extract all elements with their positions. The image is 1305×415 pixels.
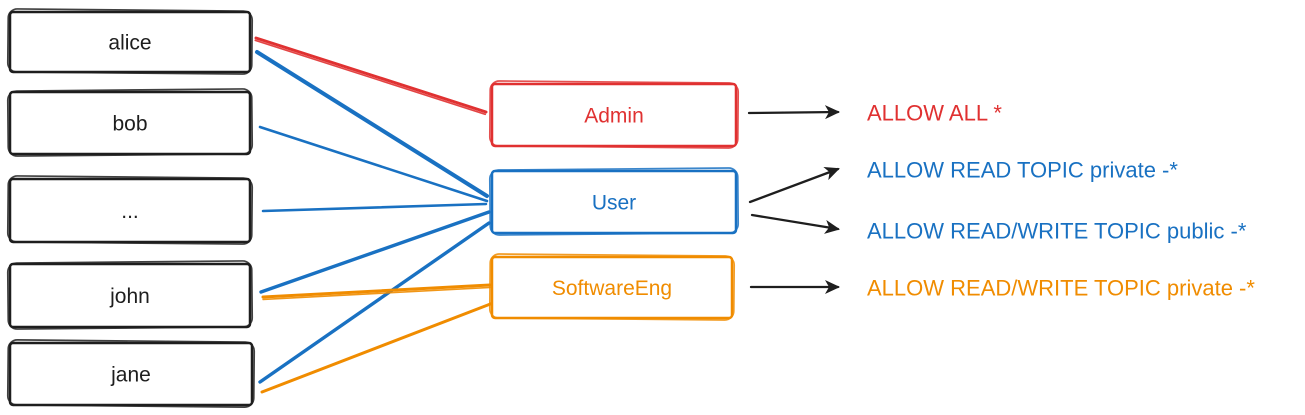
role-node-admin: Admin: [488, 80, 740, 149]
user-node-alice: alice: [6, 8, 254, 75]
membership-edge-john-softwareeng: [261, 283, 492, 301]
user-label-ellipsis: ...: [121, 200, 139, 223]
role-label-admin: Admin: [584, 105, 644, 128]
role-label-user: User: [592, 192, 636, 215]
user-label-bob: bob: [112, 113, 147, 136]
membership-edge-bob-user: [258, 125, 489, 203]
membership-edge-alice-user: [255, 50, 489, 198]
user-label-alice: alice: [108, 32, 151, 55]
membership-edge-ellipsis-user: [261, 202, 488, 213]
membership-edge-jane-softwareeng: [260, 301, 495, 394]
user-label-john: john: [109, 285, 150, 308]
user-label-jane: jane: [110, 364, 151, 387]
membership-edge-jane-user: [258, 221, 491, 384]
membership-edge-john-user: [259, 210, 491, 294]
grant-label-user-2: ALLOW READ/WRITE TOPIC public -*: [867, 219, 1247, 244]
grant-user-1: ALLOW READ TOPIC private -*: [748, 158, 1178, 204]
membership-edge-alice-admin: [254, 36, 488, 116]
role-node-user: User: [488, 167, 740, 236]
role-label-softwareeng: SoftwareEng: [552, 277, 672, 300]
grant-label-softwareeng-3: ALLOW READ/WRITE TOPIC private -*: [867, 276, 1255, 301]
grant-arrow-user-2: [750, 213, 840, 234]
grant-arrow-admin-0: [747, 105, 840, 120]
grant-label-user-1: ALLOW READ TOPIC private -*: [867, 158, 1178, 183]
role-node-softwareeng: SoftwareEng: [488, 253, 736, 321]
grant-softwareeng-3: ALLOW READ/WRITE TOPIC private -*: [749, 276, 1255, 301]
grant-user-2: ALLOW READ/WRITE TOPIC public -*: [750, 213, 1247, 244]
grant-admin-0: ALLOW ALL *: [747, 101, 1002, 126]
grant-arrow-user-1: [748, 167, 840, 204]
user-node-ellipsis: ...: [6, 175, 254, 245]
grant-label-admin-0: ALLOW ALL *: [867, 101, 1002, 126]
user-node-john: john: [6, 260, 254, 330]
user-node-jane: jane: [6, 339, 256, 408]
user-node-bob: bob: [6, 88, 254, 157]
